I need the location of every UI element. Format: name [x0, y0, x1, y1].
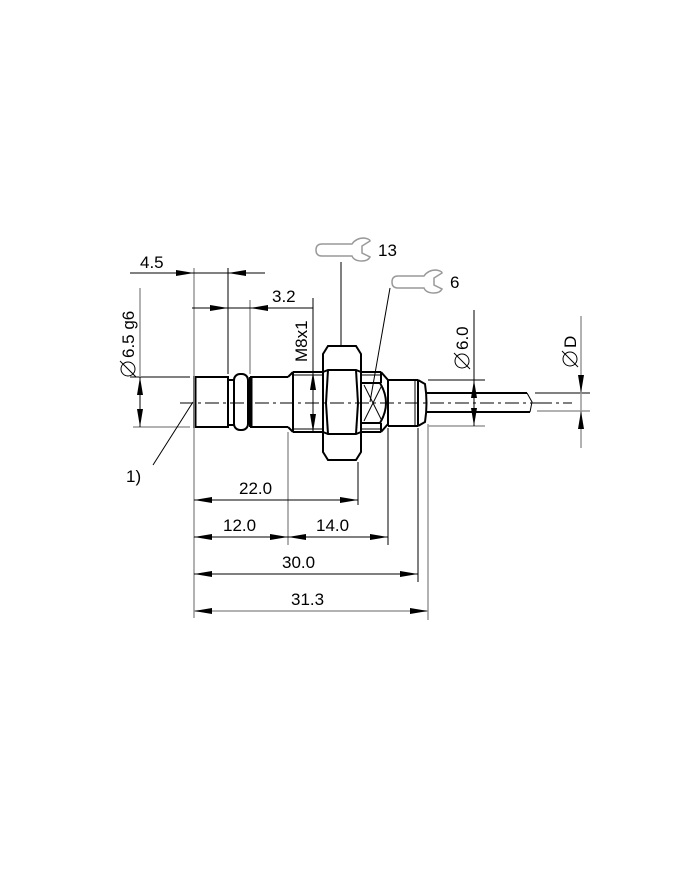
- dim-to-nut-center-label: 22.0: [239, 479, 272, 498]
- dim-cable-gland-diameter-label: 6.0: [453, 326, 472, 350]
- wrench-13-label: 13: [378, 241, 397, 260]
- dim-thread-label: M8x1: [292, 320, 311, 362]
- dim-groove-length: 3.2: [192, 287, 313, 311]
- dim-cable-diameter-label: D: [561, 336, 580, 348]
- wrench-6-label: 6: [450, 273, 459, 292]
- dim-face-length: 4.5: [130, 253, 265, 276]
- dim-to-rear-body-label: 30.0: [282, 553, 315, 572]
- wrench-6-icon: 6: [369, 269, 459, 403]
- dim-to-thread-start: 12.0: [194, 516, 288, 540]
- dim-overall-length: 31.3: [194, 590, 428, 614]
- note-active-face: 1): [126, 401, 194, 486]
- wrench-13-icon: 13: [315, 237, 397, 346]
- dim-thread-length: 14.0: [288, 516, 388, 540]
- dim-cable-gland-diameter: 6.0: [453, 310, 477, 426]
- dim-to-thread-start-label: 12.0: [223, 516, 256, 535]
- dim-body-diameter: 6.5 g6: [119, 288, 143, 427]
- dim-to-nut-center: 22.0: [194, 479, 358, 503]
- cable: [427, 392, 533, 413]
- dim-face-length-label: 4.5: [140, 253, 164, 272]
- dim-overall-length-label: 31.3: [291, 590, 324, 609]
- dim-thread-length-label: 14.0: [316, 516, 349, 535]
- dim-to-rear-body: 30.0: [194, 553, 418, 577]
- sensor-body: [193, 371, 324, 433]
- hex-flats: [361, 371, 389, 433]
- extension-lines: [130, 268, 590, 620]
- dim-cable-diameter: D: [561, 316, 584, 448]
- dim-groove-length-label: 3.2: [272, 287, 296, 306]
- rear-body: [387, 379, 428, 427]
- hex-nut: [322, 345, 362, 461]
- note-active-face-label: 1): [126, 467, 141, 486]
- dim-body-diameter-label: 6.5 g6: [119, 311, 138, 358]
- dim-thread: M8x1: [292, 320, 316, 432]
